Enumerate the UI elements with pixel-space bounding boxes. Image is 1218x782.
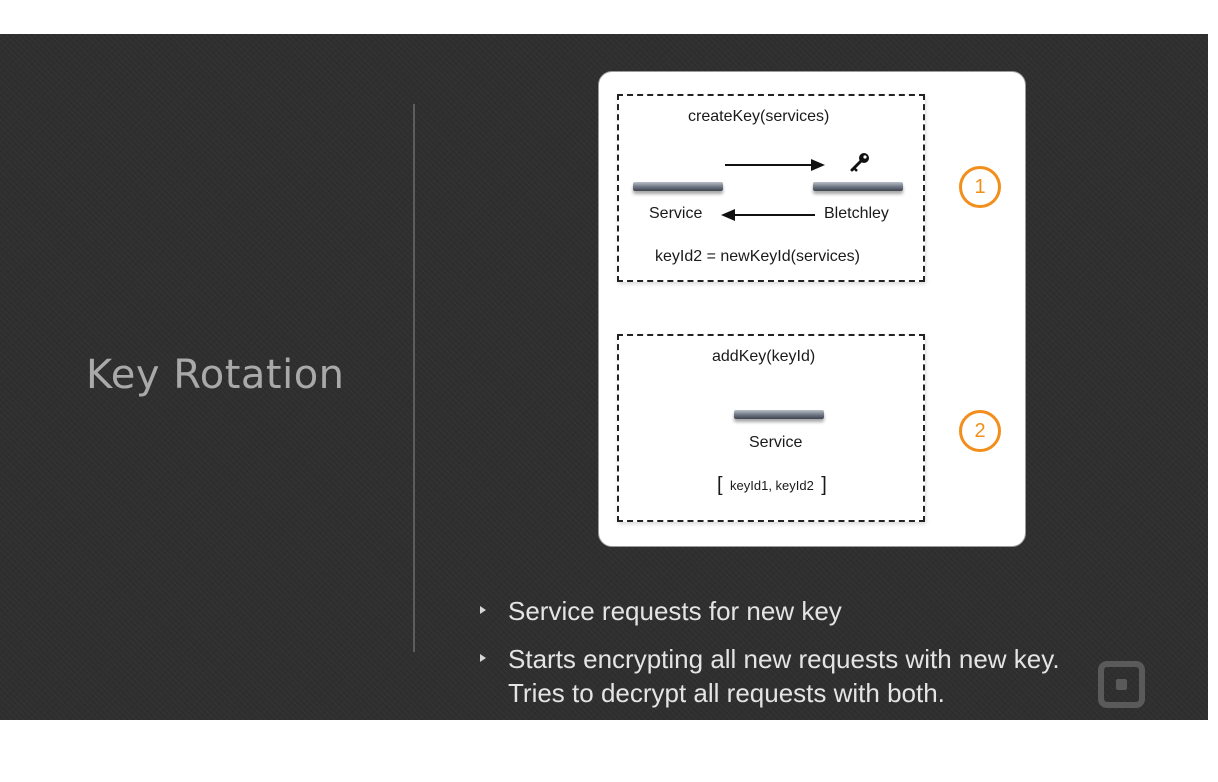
- bullet-arrow-icon: [480, 654, 486, 662]
- step1-badge: 1: [959, 166, 1001, 208]
- add-key-call: addKey(keyId): [712, 348, 816, 365]
- request-response-arrows: [721, 159, 825, 221]
- new-key-id-result: keyId2 = newKeyId(services): [655, 248, 860, 265]
- slide: Key Rotation createKey(services) Service…: [0, 34, 1208, 720]
- service-server-icon: [633, 182, 723, 191]
- square-logo-icon: [1098, 661, 1145, 708]
- step1-panel: createKey(services) Service Bletchley ke…: [617, 94, 925, 282]
- key-icon: [850, 153, 869, 172]
- step2-panel: addKey(keyId) Service [ keyId1, keyId2 ]: [617, 334, 925, 522]
- bletchley-label: Bletchley: [824, 205, 889, 222]
- bullet-list: Service requests for new key Starts encr…: [480, 594, 1060, 724]
- bullet-item: Service requests for new key: [480, 594, 1060, 628]
- service-label: Service: [749, 434, 803, 451]
- vertical-divider: [413, 104, 415, 652]
- key-list-values: keyId1, keyId2: [730, 478, 814, 493]
- bullet-item: Starts encrypting all new requests with …: [480, 642, 1060, 710]
- bullet-text: Starts encrypting all new requests with …: [508, 644, 1060, 708]
- step2-badge: 2: [959, 410, 1001, 452]
- slide-title: Key Rotation: [86, 352, 345, 398]
- service-server-icon: [734, 410, 824, 419]
- bullet-arrow-icon: [480, 606, 486, 614]
- key-rotation-diagram: createKey(services) Service Bletchley ke…: [598, 71, 1026, 547]
- key-list-open-bracket: [: [717, 474, 723, 496]
- key-list-close-bracket: ]: [821, 474, 827, 496]
- square-logo-center: [1116, 679, 1127, 690]
- bletchley-server-icon: [813, 182, 903, 191]
- service-label: Service: [649, 205, 703, 222]
- bullet-text: Service requests for new key: [508, 596, 842, 626]
- key-list: [ keyId1, keyId2 ]: [717, 474, 827, 497]
- create-key-call: createKey(services): [688, 108, 830, 125]
